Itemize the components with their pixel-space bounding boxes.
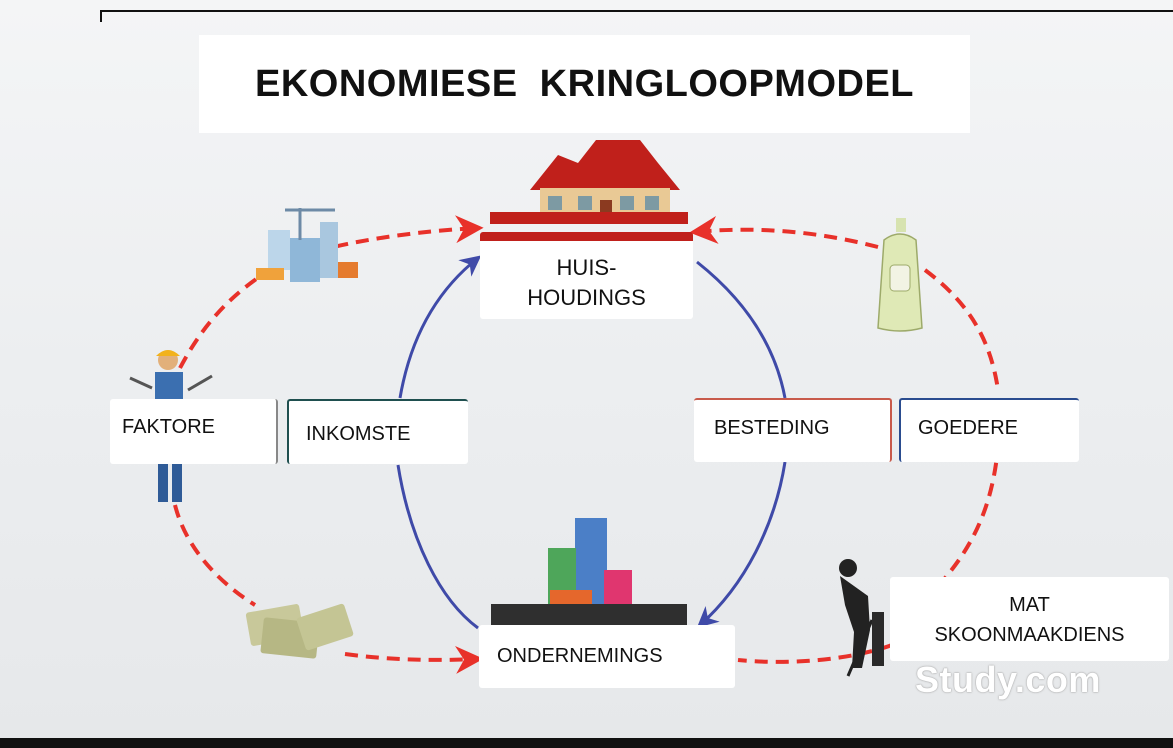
income-label: INKOMSTE	[306, 423, 411, 445]
outer-arrow-left-upper	[178, 273, 264, 369]
money-icon	[245, 603, 354, 659]
outer-arrow-right-upper	[923, 268, 1000, 391]
firms-label: ONDERNEMINGS	[497, 645, 663, 667]
top-border-tick	[100, 10, 102, 22]
goods-label: GOEDERE	[918, 417, 1019, 439]
inner-arrow-left-up	[398, 255, 482, 399]
inner-arrow-left-down	[396, 464, 479, 630]
study-watermark: Study.com	[915, 659, 1101, 701]
cleaner-icon	[839, 559, 884, 677]
page-title: EKONOMIESE KRINGLOOPMODEL	[254, 62, 915, 105]
inner-arrow-right-lower	[696, 461, 787, 628]
title-box: EKONOMIESE KRINGLOOPMODEL	[199, 35, 970, 133]
house-icon	[490, 140, 688, 224]
outer-arrow-top-left	[294, 215, 484, 260]
top-border-line	[100, 10, 1173, 12]
factors-label: FAKTORE	[122, 416, 215, 438]
spending-label-box: BESTEDING	[694, 398, 892, 462]
outer-arrow-bottom-left	[344, 645, 484, 674]
households-label-line1: HUIS-	[556, 255, 617, 280]
outer-arrow-top-right	[689, 216, 879, 249]
services-label-line2: SKOONMAAKDIENS	[934, 624, 1125, 646]
spending-label: BESTEDING	[714, 417, 830, 439]
goods-label-box: GOEDERE	[899, 398, 1079, 462]
firms-node: ONDERNEMINGS	[479, 625, 735, 688]
households-label-line2: HOUDINGS	[527, 285, 646, 310]
inner-arrow-right-down	[696, 260, 787, 399]
watermark-text: Study.com	[915, 659, 1101, 700]
income-label-box: INKOMSTE	[287, 399, 468, 464]
services-label-box: MAT SKOONMAAKDIENS	[890, 577, 1169, 661]
construction-site-icon	[256, 208, 358, 282]
bottom-bar	[0, 738, 1173, 748]
office-buildings-icon	[491, 518, 687, 626]
services-label-line1: MAT	[1009, 594, 1050, 616]
factors-label-box: FAKTORE	[110, 399, 278, 464]
households-node: HUIS- HOUDINGS	[480, 232, 693, 319]
outer-arrow-bottom-right	[737, 643, 893, 664]
detergent-bottle-icon	[877, 218, 923, 332]
inner-flow-arrows	[396, 255, 787, 630]
outer-arrow-left-lower	[173, 504, 257, 607]
